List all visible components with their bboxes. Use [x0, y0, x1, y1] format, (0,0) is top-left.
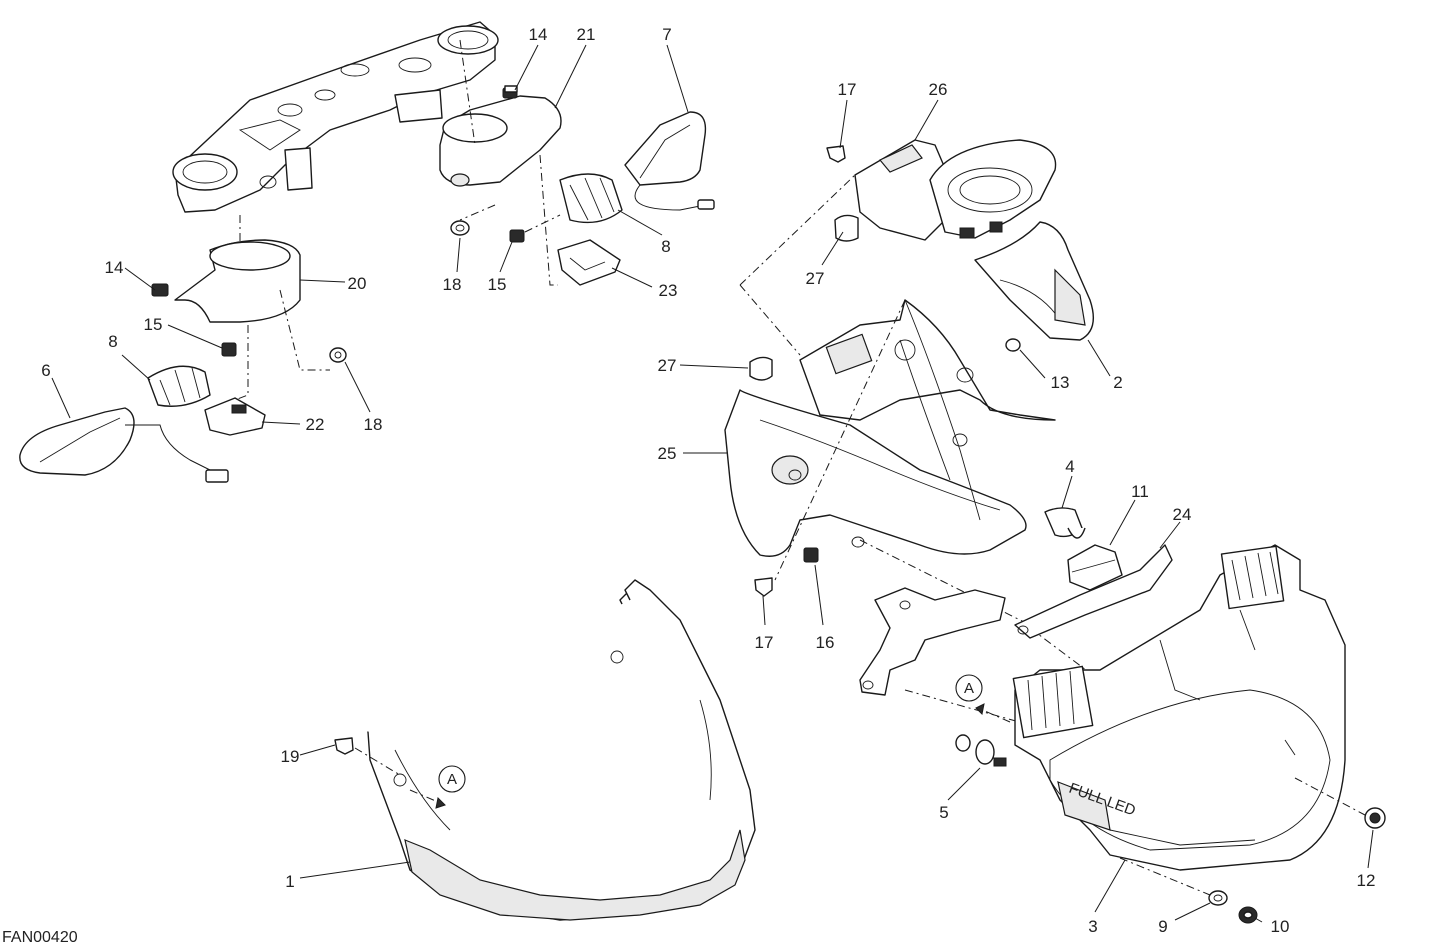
assembly-line-center-1 [739, 174, 856, 286]
drawing-code: FAN00420 [2, 929, 78, 946]
callout-24: 24 [1173, 505, 1192, 524]
screw-15-upper [509, 229, 525, 243]
callout-1: 1 [285, 872, 294, 891]
callout-4: 4 [1065, 457, 1074, 476]
screw-18-lower [329, 347, 347, 363]
screw-19 [334, 737, 354, 755]
assembly-line-right-2 [1119, 857, 1211, 896]
bracket-22 [204, 397, 266, 436]
callout-7: 7 [662, 25, 671, 44]
callout-23: 23 [659, 281, 678, 300]
callout-27-mid: 27 [658, 356, 677, 375]
assembly-line-right-1 [1294, 777, 1366, 816]
rubber-27-mid [749, 356, 773, 381]
callout-19: 19 [281, 747, 300, 766]
callout-14-top: 14 [529, 25, 548, 44]
callout-18-lower: 18 [364, 415, 383, 434]
rubber-mount-upper [559, 173, 623, 224]
assembly-line-top-2 [459, 204, 496, 221]
instrument-cluster [854, 139, 1057, 241]
reference-marker-a-right: A [955, 674, 1011, 723]
bulb-4 [1044, 507, 1086, 539]
leader-lines [51, 44, 1374, 923]
bolt-14-top [502, 85, 518, 99]
callout-13: 13 [1051, 373, 1070, 392]
callout-21: 21 [577, 25, 596, 44]
callout-17-top: 17 [838, 80, 857, 99]
upper-handlebar-clamp [439, 95, 562, 187]
callout-6: 6 [41, 361, 50, 380]
grommet-13 [1005, 338, 1021, 352]
callout-12: 12 [1357, 871, 1376, 890]
assembly-line-top-3 [539, 154, 558, 286]
bracket-24 [1014, 544, 1173, 639]
callout-26: 26 [929, 80, 948, 99]
callout-labels: 14 21 7 17 26 27 8 23 18 15 14 20 15 8 6… [41, 25, 1375, 936]
callout-17-mid: 17 [755, 633, 774, 652]
assembly-line-left-2 [279, 289, 330, 371]
assembly-line-center-6 [904, 689, 1031, 726]
callout-15-upper: 15 [488, 275, 507, 294]
grommet-12 [1364, 807, 1386, 829]
assembly-line-lower-1 [354, 747, 401, 776]
rubber-mount-5 [955, 734, 1007, 767]
callout-27-top: 27 [806, 269, 825, 288]
screw-18-upper [450, 220, 470, 236]
assembly-line-center-4 [859, 539, 1031, 626]
screw-17-top [826, 145, 846, 163]
callout-8-upper: 8 [661, 237, 670, 256]
lower-handlebar-clamp [174, 239, 301, 323]
callout-15-left: 15 [144, 315, 163, 334]
callout-16: 16 [816, 633, 835, 652]
rubber-27-top [834, 214, 859, 242]
triple-clamp [172, 21, 499, 213]
left-turn-indicator [19, 407, 229, 483]
callout-25: 25 [658, 444, 677, 463]
callout-9: 9 [1158, 917, 1167, 936]
callout-14-left: 14 [105, 258, 124, 277]
assembly-line-top-4 [524, 214, 561, 233]
bolt-15-left [221, 342, 237, 357]
front-fairing-panel-25 [724, 299, 1027, 557]
callout-20: 20 [348, 274, 367, 293]
callout-11: 11 [1131, 482, 1149, 501]
headlight-unit: FULL LED [1012, 544, 1346, 871]
headlight-support-frame [799, 299, 1056, 447]
right-turn-indicator [624, 111, 715, 211]
callout-22: 22 [306, 415, 325, 434]
assembly-line-left-3 [234, 325, 249, 401]
cover-2 [974, 221, 1094, 341]
assembly-line-center-2 [739, 284, 801, 356]
lower-fairing [367, 579, 756, 921]
callout-3: 3 [1088, 917, 1097, 936]
callout-18-upper: 18 [443, 275, 462, 294]
bolt-14-left [151, 283, 169, 297]
reference-marker-a-lower: A [409, 765, 466, 809]
bolt-16 [803, 536, 865, 563]
rubber-mount-lower [147, 365, 211, 407]
washer-9 [1208, 890, 1228, 906]
reference-marker-a-lower-text: A [447, 771, 457, 788]
bracket-23 [557, 239, 621, 286]
assembly-line-center-3 [774, 299, 906, 581]
grommet-11 [1067, 544, 1123, 591]
callout-10: 10 [1271, 917, 1290, 936]
reference-marker-a-right-text: A [964, 680, 974, 697]
callout-5: 5 [939, 803, 948, 822]
callout-8-lower: 8 [108, 332, 117, 351]
callout-2: 2 [1113, 373, 1122, 392]
assembly-line-center-5 [1029, 627, 1111, 689]
screw-17-mid [754, 577, 773, 597]
nut-10 [1238, 906, 1258, 924]
headlight-mount-bracket [859, 587, 1006, 696]
